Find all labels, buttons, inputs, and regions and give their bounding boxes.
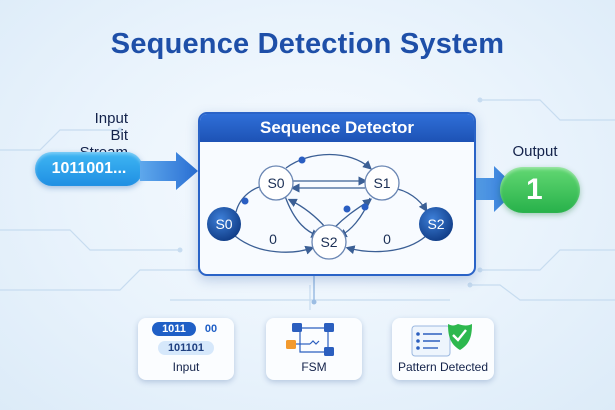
edge-s2-s1-up <box>333 198 373 229</box>
bits-bottom: 101101 <box>158 341 214 355</box>
state-label: S1 <box>373 175 390 191</box>
card-fsm: FSM <box>266 318 362 380</box>
card-input: 1011 00 101101 Input <box>138 318 234 380</box>
state-node-s0-top: S0 <box>258 165 294 201</box>
card-pattern-detected: Pattern Detected <box>392 318 494 380</box>
bits-top-extra: 00 <box>204 323 218 335</box>
checklist-icon <box>411 324 472 357</box>
input-bitstream-pill: 1011001... <box>35 152 143 186</box>
state-node-s1: S1 <box>364 165 400 201</box>
state-node-s2-center: S2 <box>311 224 347 260</box>
card-pattern-label: Pattern Detected <box>397 360 489 374</box>
edge-label: 0 <box>383 231 391 247</box>
edge-label: 0 <box>269 231 277 247</box>
edge-s0-s1-top <box>285 153 372 170</box>
state-diagram: S0 S1 S0 S2 S2 0 0 <box>207 153 453 260</box>
sequence-detector-panel: Sequence Detector <box>198 112 476 276</box>
edge-right-bottom <box>345 235 427 255</box>
output-label: Output <box>512 143 558 160</box>
state-node-s0-left: S0 <box>207 207 241 241</box>
card-input-label: Input <box>172 360 200 374</box>
card-fsm-label: FSM <box>301 360 327 374</box>
input-label-line1: Input <box>94 110 128 127</box>
state-node-s2-right: S2 <box>419 207 453 241</box>
state-label: S2 <box>427 216 444 232</box>
fsm-icon <box>286 323 334 356</box>
edge-left-bottom <box>234 235 315 255</box>
output-value-pill: 1 <box>500 167 580 213</box>
input-arrow <box>140 152 198 190</box>
state-label: S0 <box>215 216 232 232</box>
state-label: S0 <box>267 175 284 191</box>
edge-s2-s0-up <box>287 198 327 229</box>
output-value: 1 <box>526 173 543 206</box>
detector-title: Sequence Detector <box>200 114 474 142</box>
state-label: S2 <box>320 234 337 250</box>
page-title: Sequence Detection System <box>110 28 505 60</box>
bits-top: 1011 <box>152 322 196 336</box>
